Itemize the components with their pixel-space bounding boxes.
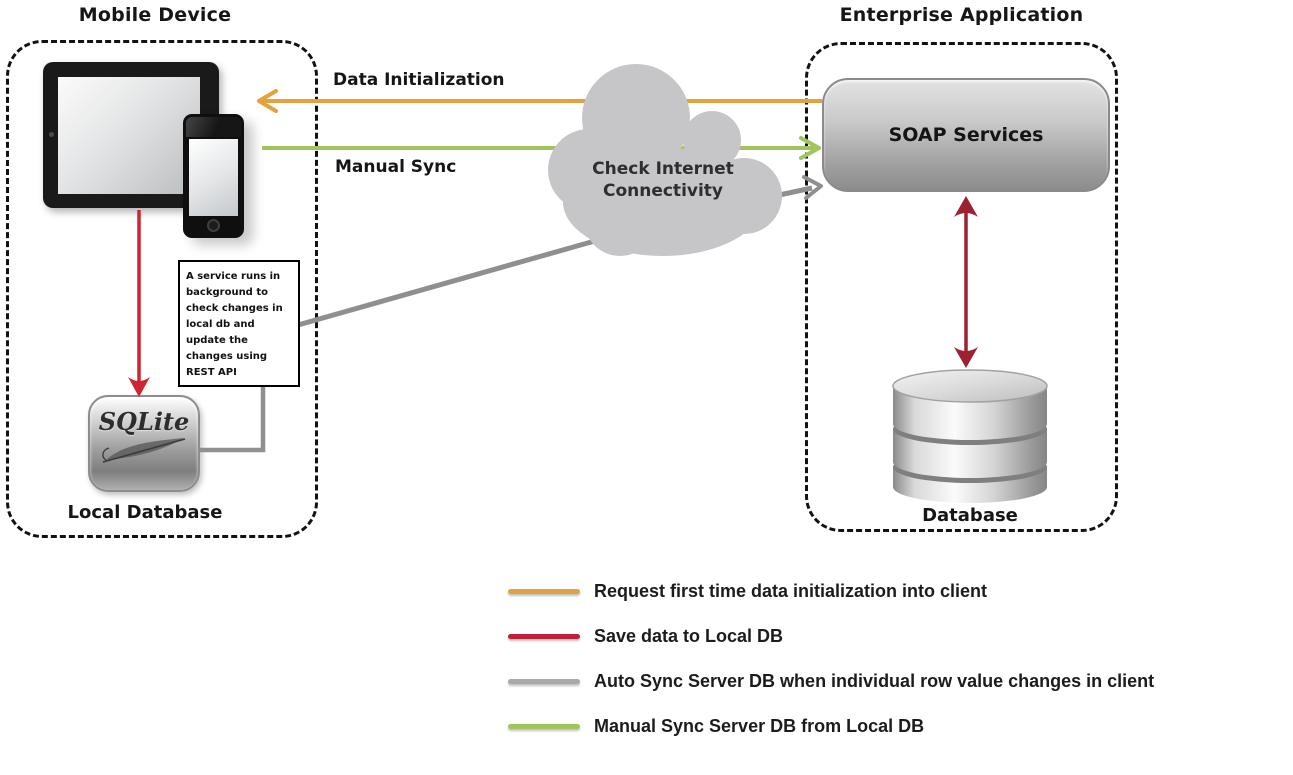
phone-home-button [207, 219, 220, 232]
local-database-label: Local Database [67, 502, 223, 523]
legend-item-label: Manual Sync Server DB from Local DB [594, 716, 925, 736]
legend-line-swatch [508, 634, 580, 639]
legend-line-swatch [508, 679, 580, 684]
legend-item-label: Auto Sync Server DB when individual row … [594, 671, 1155, 691]
sqlite-feather-icon [102, 438, 186, 463]
data-initialization-label: Data Initialization [333, 70, 505, 90]
phone-screen [189, 139, 238, 216]
data-initialization-arrow [257, 89, 822, 113]
legend: Request first time data initialization i… [508, 569, 1154, 749]
tablet-screen [58, 77, 200, 194]
manual-sync-label: Manual Sync [335, 157, 457, 177]
legend-item-label: Request first time data initialization i… [594, 581, 988, 601]
legend-line-swatch [508, 724, 580, 729]
legend-item-label: Save data to Local DB [594, 626, 784, 646]
mobile-device-title: Mobile Device [78, 4, 232, 26]
soap-services-box: SOAP Services [822, 78, 1110, 192]
sqlite-logo-text: SQLite [98, 407, 190, 436]
phone-earpiece-area [186, 117, 241, 137]
legend-line-swatch [508, 589, 580, 594]
legend-item: Manual Sync Server DB from Local DB [508, 704, 1154, 749]
sqlite-logo: SQLite [88, 395, 200, 492]
soap-services-label: SOAP Services [888, 124, 1044, 146]
legend-item: Request first time data initialization i… [508, 569, 1154, 614]
cloud-text-line1: Check Internet [592, 159, 734, 179]
database-label: Database [922, 505, 1018, 526]
background-service-note: A service runs in background to check ch… [178, 260, 300, 387]
cloud-text-line2: Connectivity [602, 181, 724, 201]
tablet-camera-dot [49, 132, 54, 137]
manual-sync-arrow [262, 136, 821, 160]
enterprise-application-title: Enterprise Application [839, 4, 1084, 26]
legend-item: Save data to Local DB [508, 614, 1154, 659]
legend-item: Auto Sync Server DB when individual row … [508, 659, 1154, 704]
cloud-text: Check Internet Connectivity [563, 158, 763, 202]
